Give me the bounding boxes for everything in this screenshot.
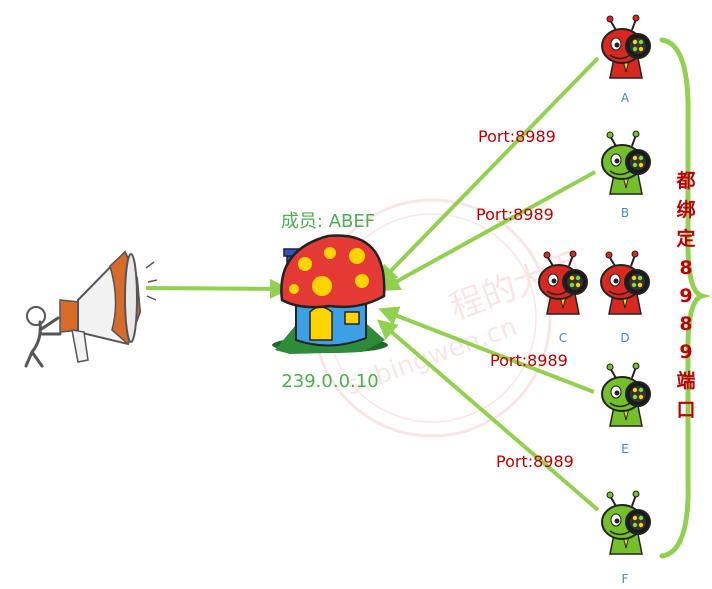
member-robots: [538, 14, 651, 555]
bind-note-char: 口: [676, 399, 695, 421]
bind-note-char: 8: [679, 257, 692, 279]
bind-note-char: 9: [679, 285, 692, 307]
robot-c-icon: [538, 250, 588, 315]
node-label-d: D: [620, 331, 629, 345]
arrow-e-to-house: [378, 306, 595, 394]
mushroom-house-icon: [272, 234, 388, 354]
bind-note-char: 8: [679, 313, 692, 335]
arrow-f-to-house: [376, 319, 600, 512]
port-label-b: Port:8989: [476, 205, 554, 224]
arrow-megaphone-to-house: [145, 278, 290, 299]
robot-d-icon: [600, 250, 650, 315]
port-label-a: Port:8989: [478, 127, 556, 146]
bind-note-char: 都: [675, 170, 695, 192]
node-label-c: C: [559, 331, 567, 345]
node-label-f: F: [622, 572, 629, 586]
robot-f-icon: [601, 490, 651, 555]
port-label-f: Port:8989: [496, 452, 574, 471]
arrows: [145, 56, 600, 512]
group-address: 239.0.0.10: [281, 371, 378, 392]
node-label-b: B: [621, 206, 629, 220]
megaphone-speaker-icon: [24, 250, 158, 368]
arrow-a-to-house: [377, 56, 600, 285]
group-members-label: 成员: ABEF: [281, 211, 375, 232]
robot-b-icon: [601, 130, 651, 195]
bind-note-char: 端: [676, 369, 695, 392]
node-label-e: E: [621, 442, 629, 456]
robot-a-icon: [601, 14, 651, 79]
bind-note-char: 定: [676, 227, 695, 250]
robot-e-icon: [601, 362, 651, 427]
port-label-e: Port:8989: [490, 351, 568, 370]
node-label-a: A: [621, 91, 630, 105]
right-brace: [659, 37, 712, 559]
bind-note-char: 9: [679, 341, 692, 363]
arrow-b-to-house: [379, 170, 596, 291]
bind-note-char: 绑: [676, 198, 695, 221]
bind-note: 都 绑 定 8 9 8 9 端 口: [675, 170, 695, 421]
